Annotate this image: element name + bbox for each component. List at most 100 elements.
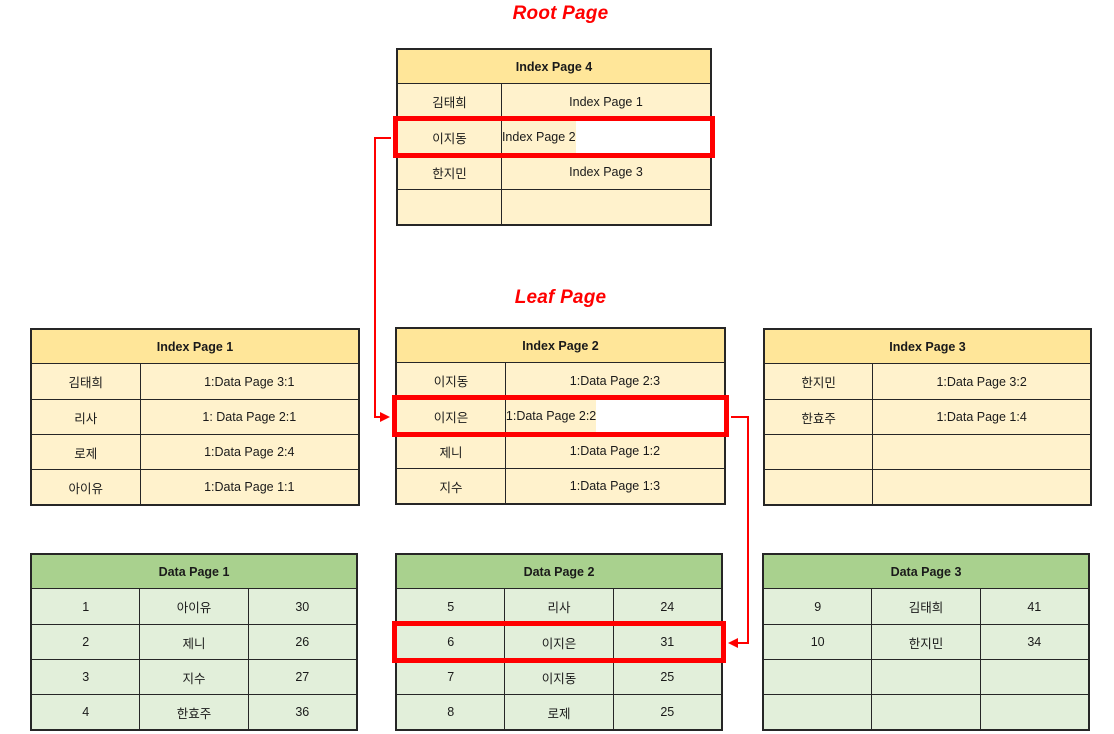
table-cell: 제니 (397, 434, 505, 468)
table-cell (979, 695, 1088, 729)
table-title: Index Page 4 (398, 50, 710, 84)
table-title: Data Page 3 (764, 555, 1088, 589)
table-title: Index Page 1 (32, 330, 358, 364)
table-cell: 26 (247, 625, 356, 659)
table-cell (398, 190, 501, 224)
table-cell: 아이유 (32, 470, 140, 504)
table-cell: 이지은 (504, 625, 613, 659)
table-cell: 1 (32, 589, 140, 624)
table-cell: 리사 (504, 589, 613, 624)
table-cell: 9 (764, 589, 872, 624)
table-cell: 한지민 (765, 364, 873, 399)
table-cell: 25 (612, 695, 721, 729)
table-cell (872, 470, 1090, 504)
table-cell: 41 (979, 589, 1088, 624)
leaf-page-title: Leaf Page (514, 287, 607, 308)
table-cell: 이지동 (397, 363, 505, 398)
table-row (765, 434, 1090, 469)
table-cell: Index Page 3 (500, 155, 710, 189)
table-cell: 지수 (397, 469, 505, 503)
table-cell: 김태희 (32, 364, 140, 399)
table-cell: 로제 (32, 435, 140, 469)
table-cell: 한효주 (765, 400, 873, 434)
table-cell: 25 (612, 660, 721, 694)
table-cell: 8 (397, 695, 505, 729)
table-cell: 리사 (32, 400, 140, 434)
table-row (765, 469, 1090, 504)
table-cell: 6 (397, 625, 505, 659)
table-cell: 한지민 (871, 625, 980, 659)
table-cell: 7 (397, 660, 505, 694)
table-cell: 이지동 (504, 660, 613, 694)
table-cell (872, 435, 1090, 469)
table-cell: 아이유 (139, 589, 248, 624)
table-cell: 27 (247, 660, 356, 694)
table-cell: 1:Data Page 1:3 (504, 469, 724, 503)
table-cell: 34 (979, 625, 1088, 659)
table-cell: 지수 (139, 660, 248, 694)
table-cell: 1:Data Page 1:2 (504, 434, 724, 468)
table-row (764, 694, 1088, 729)
table-cell (979, 660, 1088, 694)
arrow-leaf-to-data (728, 416, 749, 648)
table-cell: Index Page 2 (500, 120, 576, 154)
table-title: Index Page 3 (765, 330, 1090, 364)
table-cell: 30 (247, 589, 356, 624)
table-cell: 10 (764, 625, 872, 659)
table-cell (764, 660, 872, 694)
table-cell: 1:Data Page 2:3 (504, 363, 724, 398)
table-row (764, 659, 1088, 694)
table-cell: 24 (612, 589, 721, 624)
table-cell (871, 695, 980, 729)
table-title: Data Page 2 (397, 555, 721, 589)
table-cell: 1:Data Page 2:4 (139, 435, 358, 469)
table-cell: 제니 (139, 625, 248, 659)
table-cell: 1:Data Page 1:1 (139, 470, 358, 504)
table-cell: 5 (397, 589, 505, 624)
table-cell: 4 (32, 695, 140, 729)
table-cell: 1:Data Page 2:2 (504, 399, 597, 433)
table-cell (765, 470, 873, 504)
table-cell (765, 435, 873, 469)
table-cell: 김태희 (398, 84, 501, 119)
table-cell: 이지은 (397, 399, 505, 433)
table-title: Data Page 1 (32, 555, 356, 589)
table-row (398, 189, 710, 224)
table-cell: 1:Data Page 1:4 (872, 400, 1090, 434)
table-cell (764, 695, 872, 729)
arrow-root-to-leaf (374, 137, 391, 422)
table-cell: 2 (32, 625, 140, 659)
table-cell: 3 (32, 660, 140, 694)
table-cell: 31 (612, 625, 721, 659)
table-cell: 36 (247, 695, 356, 729)
table-cell: 1:Data Page 3:1 (139, 364, 358, 399)
table-cell: 1: Data Page 2:1 (139, 400, 358, 434)
table-cell: 로제 (504, 695, 613, 729)
table-title: Index Page 2 (397, 329, 724, 363)
